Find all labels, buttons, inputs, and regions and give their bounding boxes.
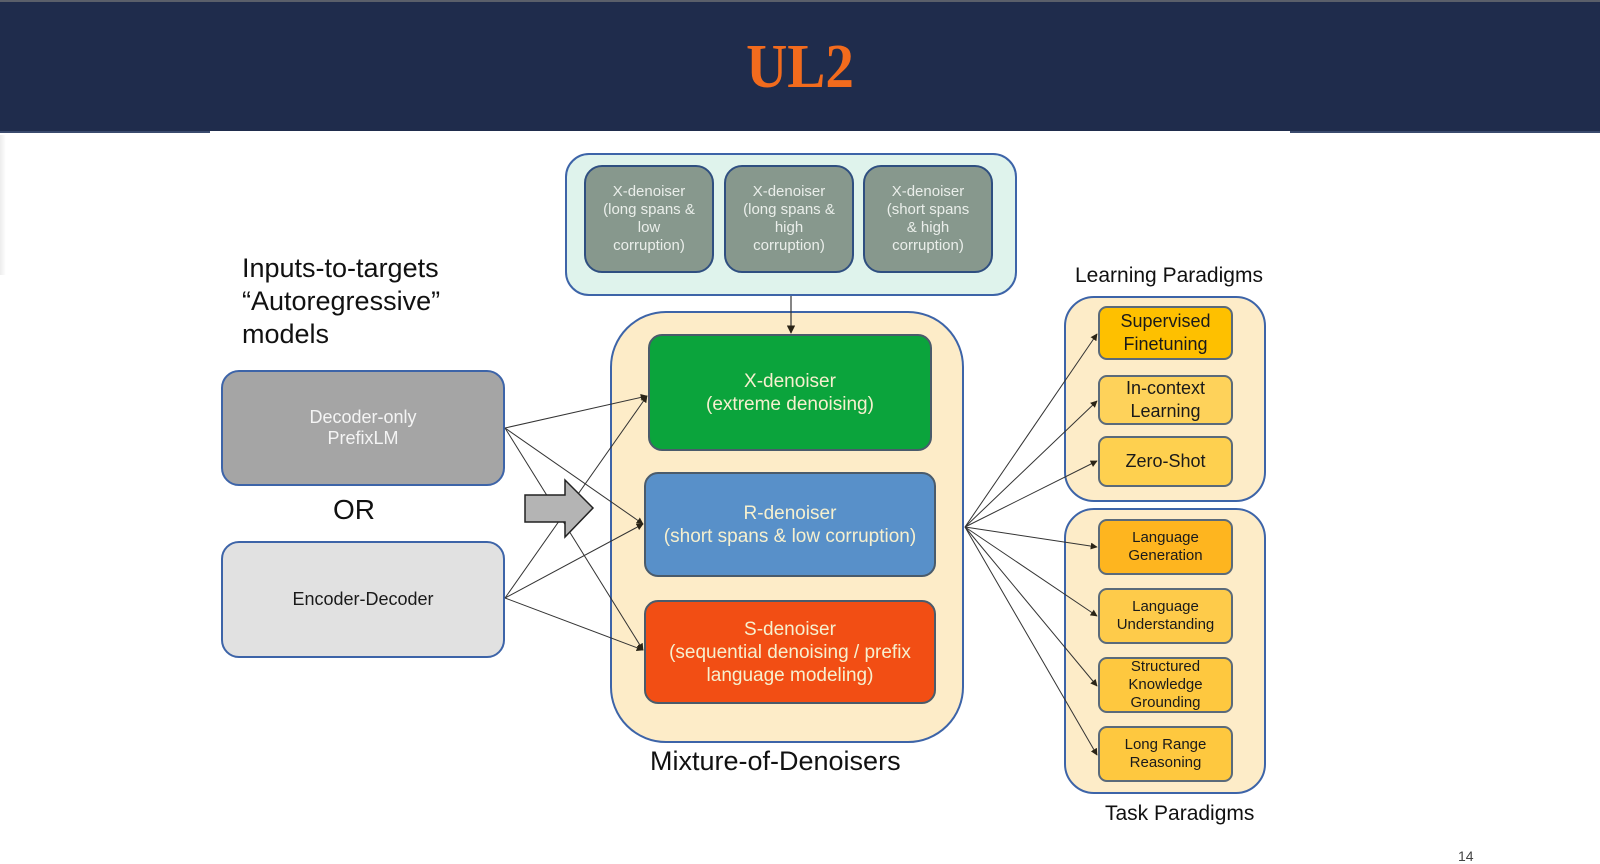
x-denoiser-variant-long-low: X-denoiser (long spans & low corruption): [584, 165, 714, 273]
task-structured-knowledge-grounding: Structured Knowledge Grounding: [1098, 657, 1233, 713]
paradigm-in-context-learning: In-context Learning: [1098, 375, 1233, 425]
task-language-understanding: Language Understanding: [1098, 588, 1233, 644]
x-denoiser-box: X-denoiser (extreme denoising): [648, 334, 932, 451]
slide-header: UL2: [0, 2, 1600, 131]
header-divider: [1290, 131, 1600, 133]
or-label: OR: [333, 494, 375, 525]
decoder-only-prefixlm-box: Decoder-only PrefixLM: [221, 370, 505, 486]
models-heading: Inputs-to-targets “Autoregressive” model…: [242, 253, 441, 349]
task-language-generation: Language Generation: [1098, 519, 1233, 575]
paradigm-supervised-finetuning: Supervised Finetuning: [1098, 306, 1233, 360]
task-paradigms-label: Task Paradigms: [1105, 802, 1255, 825]
block-arrow-icon: [524, 478, 595, 539]
r-denoiser-box: R-denoiser (short spans & low corruption…: [644, 472, 936, 577]
learning-paradigms-label: Learning Paradigms: [1075, 264, 1263, 287]
slide-title: UL2: [746, 33, 854, 101]
x-denoiser-variant-short-high: X-denoiser (short spans & high corruptio…: [863, 165, 993, 273]
header-divider: [0, 131, 210, 133]
left-edge-shadow: [0, 135, 6, 275]
task-long-range-reasoning: Long Range Reasoning: [1098, 726, 1233, 782]
x-denoiser-variant-long-high: X-denoiser (long spans & high corruption…: [724, 165, 854, 273]
s-denoiser-box: S-denoiser (sequential denoising / prefi…: [644, 600, 936, 704]
paradigm-zero-shot: Zero-Shot: [1098, 436, 1233, 487]
mixture-of-denoisers-label: Mixture-of-Denoisers: [650, 746, 901, 776]
top-border: [0, 0, 1600, 2]
encoder-decoder-box: Encoder-Decoder: [221, 541, 505, 658]
page-number: 14: [1458, 848, 1474, 864]
